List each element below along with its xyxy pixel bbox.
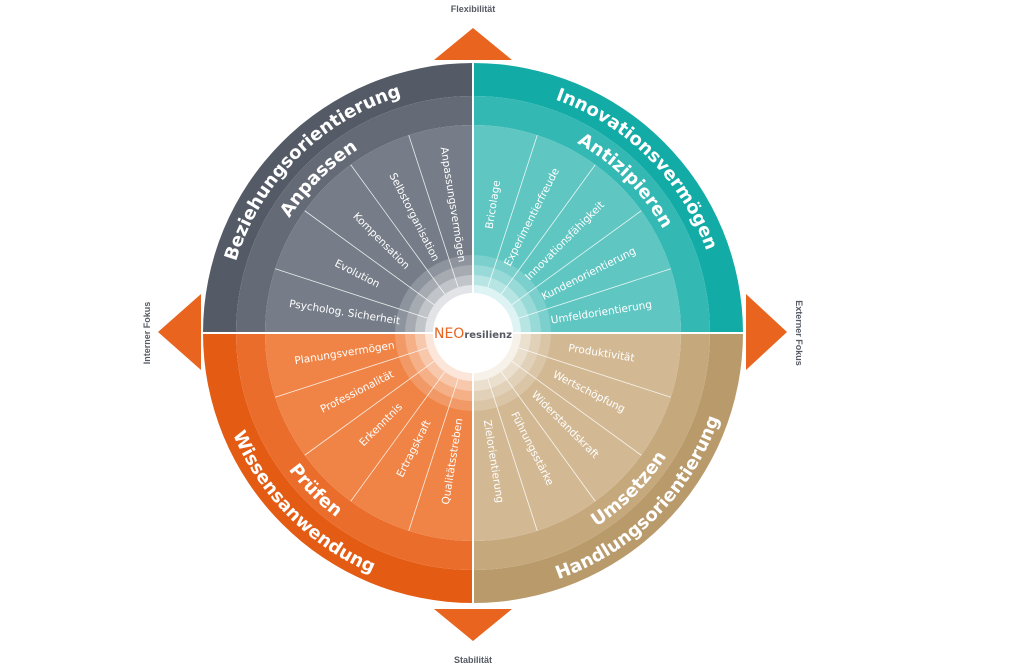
spoke-divider bbox=[500, 164, 596, 295]
logo-resilienz: resilienz bbox=[464, 330, 512, 341]
outer-ring-top-right bbox=[473, 63, 743, 333]
middle-ring-top-right bbox=[473, 96, 710, 333]
middle-ring-bottom-right bbox=[473, 333, 710, 570]
middle-ring-bottom-left bbox=[236, 333, 473, 570]
quadrant-rings bbox=[203, 63, 743, 603]
inner-sector-top-left bbox=[265, 125, 473, 333]
quadrant-bottom-left bbox=[203, 333, 473, 603]
axis-label-right: Externer Fokus bbox=[794, 300, 804, 366]
axis-label-bottom: Stabilität bbox=[454, 655, 492, 665]
inner-sector-bottom-left bbox=[265, 333, 473, 541]
quadrant-top-left bbox=[203, 63, 473, 333]
inner-sector-top-right bbox=[473, 125, 681, 333]
spoke-divider bbox=[487, 378, 538, 531]
spoke-divider bbox=[350, 164, 446, 295]
spoke-divider bbox=[518, 268, 671, 319]
spoke-divider bbox=[275, 347, 428, 398]
spoke-divider bbox=[408, 378, 459, 531]
spoke-divider bbox=[275, 268, 428, 319]
spoke-divider bbox=[511, 210, 642, 306]
axis-label-left: Interner Fokus bbox=[142, 302, 152, 365]
spoke-divider bbox=[350, 371, 446, 502]
arrow-up-icon bbox=[434, 28, 512, 60]
spoke-divider bbox=[304, 360, 435, 456]
axis-label-top: Flexibilität bbox=[451, 4, 496, 14]
outer-ring-bottom-right bbox=[473, 333, 743, 603]
spoke-divider bbox=[511, 360, 642, 456]
spoke-divider bbox=[408, 135, 459, 288]
outer-ring-bottom-left bbox=[203, 333, 473, 603]
spoke-divider bbox=[500, 371, 596, 502]
arrow-right-icon bbox=[746, 294, 787, 370]
quadrant-top-right bbox=[473, 63, 743, 333]
spoke-divider bbox=[518, 347, 671, 398]
logo-neo: NEO bbox=[434, 326, 464, 342]
spoke-divider bbox=[487, 135, 538, 288]
neoresilienz-logo: NEOresilienz bbox=[434, 326, 512, 342]
spoke-divider bbox=[304, 210, 435, 306]
middle-ring-top-left bbox=[236, 96, 473, 333]
center-hub: NEOresilienz bbox=[395, 255, 551, 411]
quadrant-bottom-right bbox=[473, 333, 743, 603]
arrow-left-icon bbox=[158, 294, 201, 370]
outer-ring-top-left bbox=[203, 63, 473, 333]
arrow-down-icon bbox=[434, 609, 512, 641]
inner-sector-bottom-right bbox=[473, 333, 681, 541]
